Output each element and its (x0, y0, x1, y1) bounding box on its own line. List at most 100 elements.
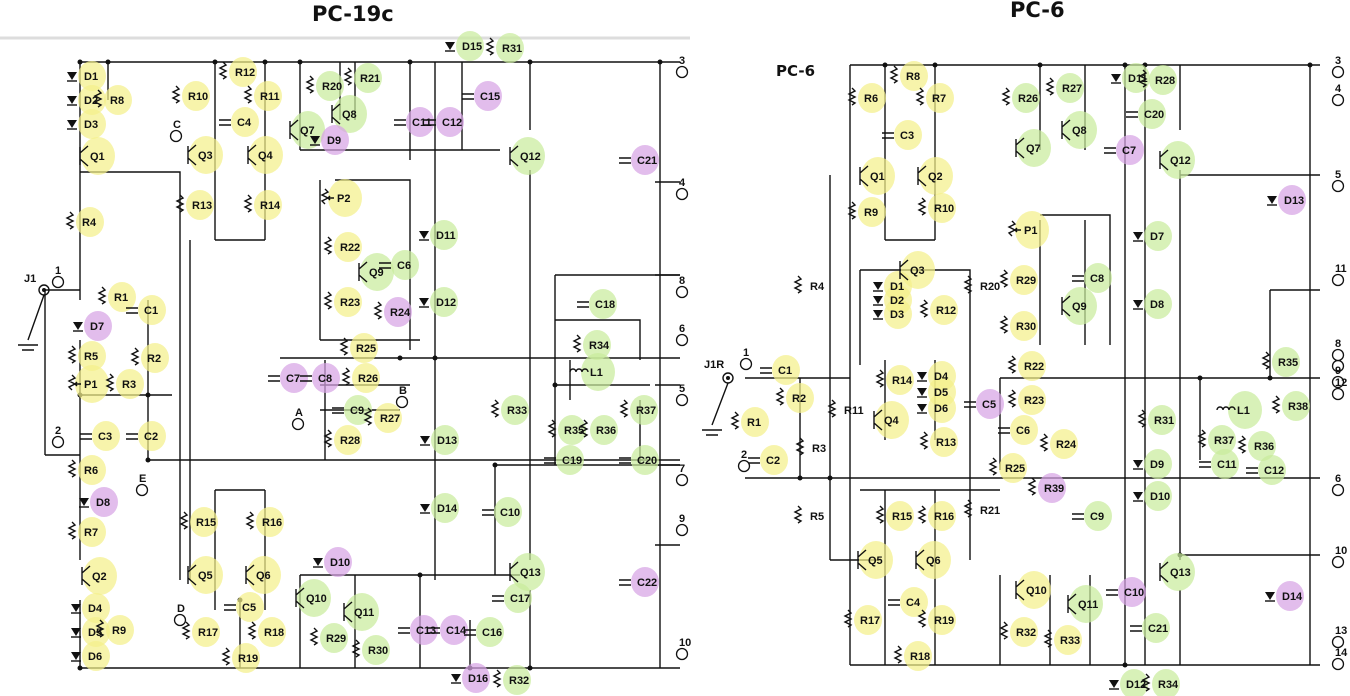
component-r13: R13 (192, 200, 212, 212)
resistor-symbol (1271, 395, 1281, 414)
transistor-symbol (79, 145, 89, 167)
highlight-yellow-c3 (894, 120, 922, 150)
resistor-symbol (65, 211, 75, 230)
component-r22: R22 (340, 242, 360, 254)
pin-label-8: 8 (679, 275, 685, 287)
highlight-yellow-r26 (352, 363, 380, 393)
component-r9: R9 (864, 207, 878, 219)
highlight-yellow-c2 (760, 445, 788, 475)
resistor-symbol (245, 511, 255, 530)
component-d6: D6 (934, 403, 948, 415)
diode-symbol (313, 558, 323, 566)
transistor-symbol (873, 409, 883, 431)
highlight-yellow-r25 (350, 333, 378, 363)
component-l1: L1 (1237, 405, 1250, 417)
highlight-yellow-r10 (182, 81, 210, 111)
component-c1: C1 (144, 305, 158, 317)
component-p1: P1 (84, 379, 97, 391)
highlight-yellow-p2 (328, 179, 362, 217)
resistor-symbol (730, 411, 740, 430)
diode-symbol (873, 282, 883, 290)
terminal-right-1 (739, 357, 753, 371)
left-schematic (18, 59, 680, 671)
pin-label-8: 8 (1335, 338, 1341, 350)
highlight-yellow-r17 (192, 617, 220, 647)
highlight-green-r30 (362, 635, 390, 665)
component-r31: R31 (502, 43, 522, 55)
terminal-left-4 (675, 187, 689, 201)
transistor-symbol (81, 565, 91, 587)
component-r8: R8 (110, 95, 124, 107)
highlight-green-l1 (1228, 391, 1262, 429)
component-r14: R14 (260, 200, 281, 212)
highlight-green-c12 (1258, 455, 1286, 485)
resistor-symbol (247, 621, 257, 640)
component-r20: R20 (322, 81, 342, 93)
highlight-yellow-r15 (886, 501, 914, 531)
highlight-yellow-q6 (247, 556, 281, 594)
highlight-green-c20 (631, 445, 659, 475)
component-q6: Q6 (926, 555, 941, 567)
component-q10: Q10 (306, 593, 327, 605)
component-c22: C22 (637, 577, 657, 589)
resistor-symbol (1027, 477, 1037, 496)
pin-label-2: 2 (55, 425, 61, 437)
component-q12: Q12 (1170, 155, 1191, 167)
component-r33: R33 (1060, 635, 1080, 647)
component-p2: P2 (337, 193, 350, 205)
highlight-green-c21 (1142, 613, 1170, 643)
resistor-symbol (97, 286, 107, 305)
terminal-left-2 (51, 435, 65, 449)
pin-label-3: 3 (1335, 55, 1341, 67)
resistor-symbol (1039, 433, 1049, 452)
highlight-yellow-c3 (92, 421, 120, 451)
highlight-green-r31 (496, 33, 524, 63)
highlight-yellow-d1 (78, 61, 106, 91)
component-r5: R5 (84, 351, 98, 363)
component-d2: D2 (890, 295, 904, 307)
component-r17: R17 (198, 627, 218, 639)
component-r3: R3 (122, 379, 136, 391)
pin-label-3: 3 (679, 55, 685, 67)
component-d16: D16 (468, 673, 488, 685)
component-d5: D5 (934, 387, 948, 399)
pin-label-11: 11 (1335, 263, 1347, 275)
component-q9: Q9 (369, 267, 384, 279)
component-c7: C7 (1122, 145, 1136, 157)
diode-symbol (917, 404, 927, 412)
highlight-green-c19 (556, 445, 584, 475)
diode-symbol (451, 674, 461, 682)
component-r7: R7 (84, 527, 98, 539)
highlight-green-r21 (354, 63, 382, 93)
transistor-symbol (1159, 561, 1169, 583)
component-q3: Q3 (910, 265, 925, 277)
component-r17: R17 (860, 615, 880, 627)
highlight-yellow-r29 (1010, 265, 1038, 295)
highlight-yellow-r7 (78, 517, 106, 547)
component-q3: Q3 (198, 150, 213, 162)
highlight-green-d13 (431, 425, 459, 455)
resistor-symbol (67, 459, 77, 478)
component-c4: C4 (906, 597, 921, 609)
highlight-green-q11 (1069, 585, 1103, 623)
highlight-yellow-r6 (78, 455, 106, 485)
jack-label: J1R (704, 359, 724, 371)
component-q7: Q7 (1026, 143, 1041, 155)
capacitor-symbol (619, 157, 631, 164)
transistor-symbol (1067, 593, 1077, 615)
component-r24: R24 (1056, 439, 1077, 451)
component-r14: R14 (892, 375, 913, 387)
pin-label-10: 10 (1335, 545, 1347, 557)
highlight-yellow-r8 (104, 85, 132, 115)
diode-symbol (67, 72, 77, 80)
resistor-symbol (1007, 355, 1017, 374)
transistor-symbol (1015, 579, 1025, 601)
highlight-purple-d16 (462, 663, 490, 693)
highlight-green-d10 (1144, 481, 1172, 511)
highlight-green-q8 (333, 95, 367, 133)
component-r15: R15 (892, 511, 912, 523)
resistor-symbol (775, 387, 785, 406)
inductor-symbol (1216, 406, 1236, 411)
diode-symbol (419, 298, 429, 306)
